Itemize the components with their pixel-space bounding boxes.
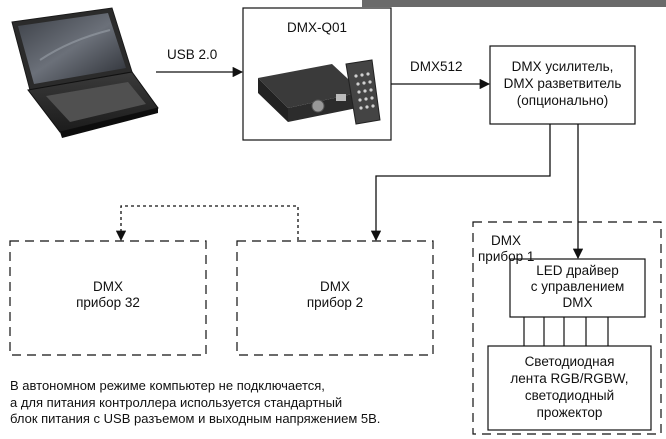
device1-box xyxy=(472,221,662,435)
device1-line2: прибор 1 xyxy=(478,249,535,264)
device1-line1: DMX xyxy=(491,233,521,248)
amplifier-line2: DMX разветвитель xyxy=(503,76,622,91)
led-strip-line1: Светодиодная xyxy=(524,354,615,369)
led-strip-line3: светодиодный xyxy=(524,388,615,403)
usb-label: USB 2.0 xyxy=(167,47,218,62)
controller-title: DMX-Q01 xyxy=(286,20,347,35)
device32-line1: DMX xyxy=(93,279,123,294)
led-driver-line3: DMX xyxy=(562,295,593,310)
amplifier-line3: (опционально) xyxy=(516,93,609,108)
device2-line2: прибор 2 xyxy=(306,295,364,310)
led-driver-label: LED драйвер с управлением DMX xyxy=(510,263,645,311)
amplifier-box xyxy=(489,45,636,125)
led-driver-line2: с управлением xyxy=(530,279,625,294)
amplifier-line1: DMX усилитель, xyxy=(511,59,614,74)
device2-label: DMX прибор 2 xyxy=(237,279,433,311)
device2-to-device32-arrow xyxy=(115,205,299,242)
driver-strip-wires xyxy=(523,317,609,346)
device32-line2: прибор 32 xyxy=(76,295,140,310)
device2-line1: DMX xyxy=(320,279,350,294)
amplifier-label: DMX усилитель, DMX разветвитель (опциона… xyxy=(490,58,635,109)
led-driver-line1: LED драйвер xyxy=(536,263,619,278)
dmx512-label: DMX512 xyxy=(410,59,463,74)
laptop-image xyxy=(11,7,159,138)
led-driver-box xyxy=(509,258,646,318)
controller-device-image xyxy=(258,59,381,125)
amplifier-to-device2-arrow xyxy=(370,124,551,242)
device32-box xyxy=(9,240,207,356)
device32-label: DMX прибор 32 xyxy=(10,279,206,311)
led-strip-line4: прожектор xyxy=(536,405,603,420)
led-strip-line2: лента RGB/RGBW, xyxy=(510,371,629,386)
header-strip xyxy=(362,0,666,7)
led-strip-box xyxy=(487,345,652,431)
led-strip-label: Светодиодная лента RGB/RGBW, светодиодны… xyxy=(488,353,651,421)
autonomous-mode-note: В автономном режиме компьютер не подключ… xyxy=(10,378,381,426)
device2-box xyxy=(236,240,434,356)
device1-label: DMX прибор 1 xyxy=(478,233,534,265)
